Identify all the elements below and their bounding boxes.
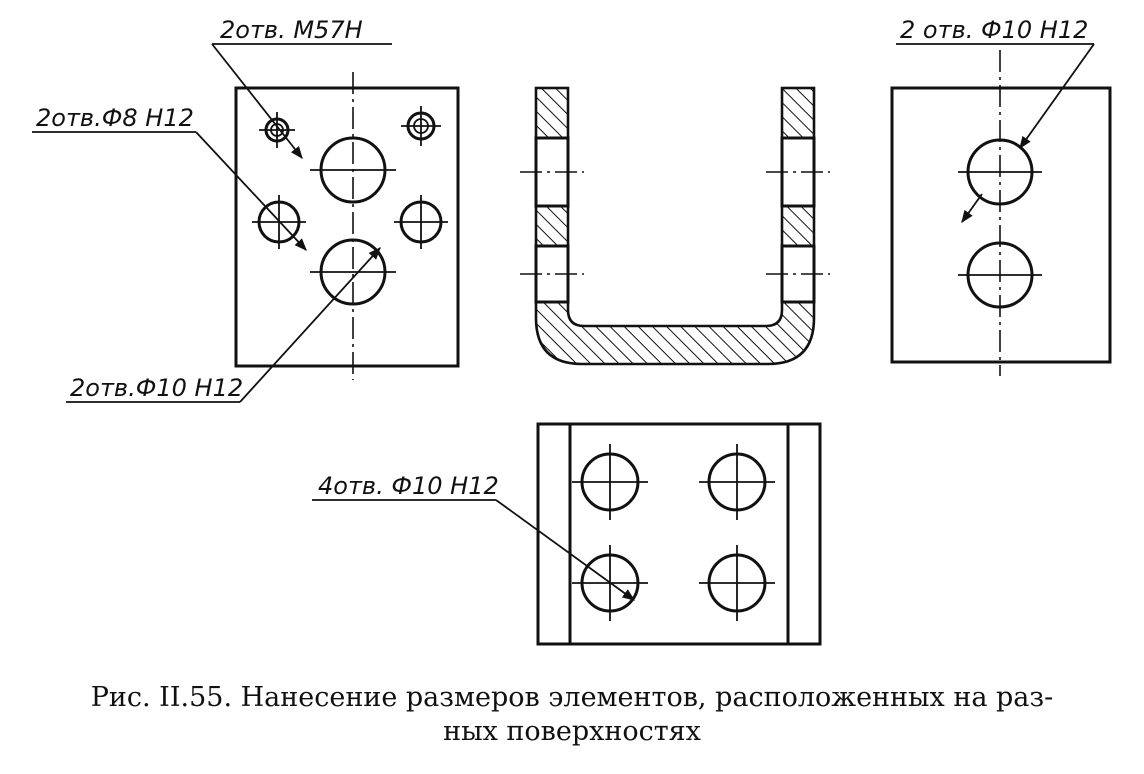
figure-caption-line2: ных поверхностях [443, 716, 701, 747]
thread-holes-label: 2отв. M57H [220, 16, 363, 44]
small-hole-right [394, 195, 448, 249]
large-hole-lower [310, 238, 396, 306]
thread-hole-top-left [259, 112, 295, 148]
thread-hole-top-right [401, 106, 441, 146]
bottom-hole-4 [699, 545, 775, 621]
bottom-view-holes-label: 4отв. Ф10 H12 [318, 472, 499, 500]
bottom-hole-1 [572, 444, 648, 520]
left-view [32, 43, 460, 403]
middle-section-view [520, 86, 830, 366]
right-hole-lower [958, 241, 1042, 309]
right-hole-upper [958, 138, 1042, 206]
bottom-view [312, 422, 822, 646]
right-view [890, 43, 1112, 376]
bottom-hole-2 [699, 444, 775, 520]
right-holes-label: 2 отв. Ф10 H12 [900, 16, 1088, 44]
large-hole-upper [310, 136, 396, 204]
small-holes-label: 2отв.Ф8 H12 [36, 104, 194, 132]
figure-caption-line1: Рис. II.55. Нанесение размеров элементов… [90, 682, 1054, 713]
bottom-left-holes-label: 2отв.Ф10 H12 [70, 374, 243, 402]
